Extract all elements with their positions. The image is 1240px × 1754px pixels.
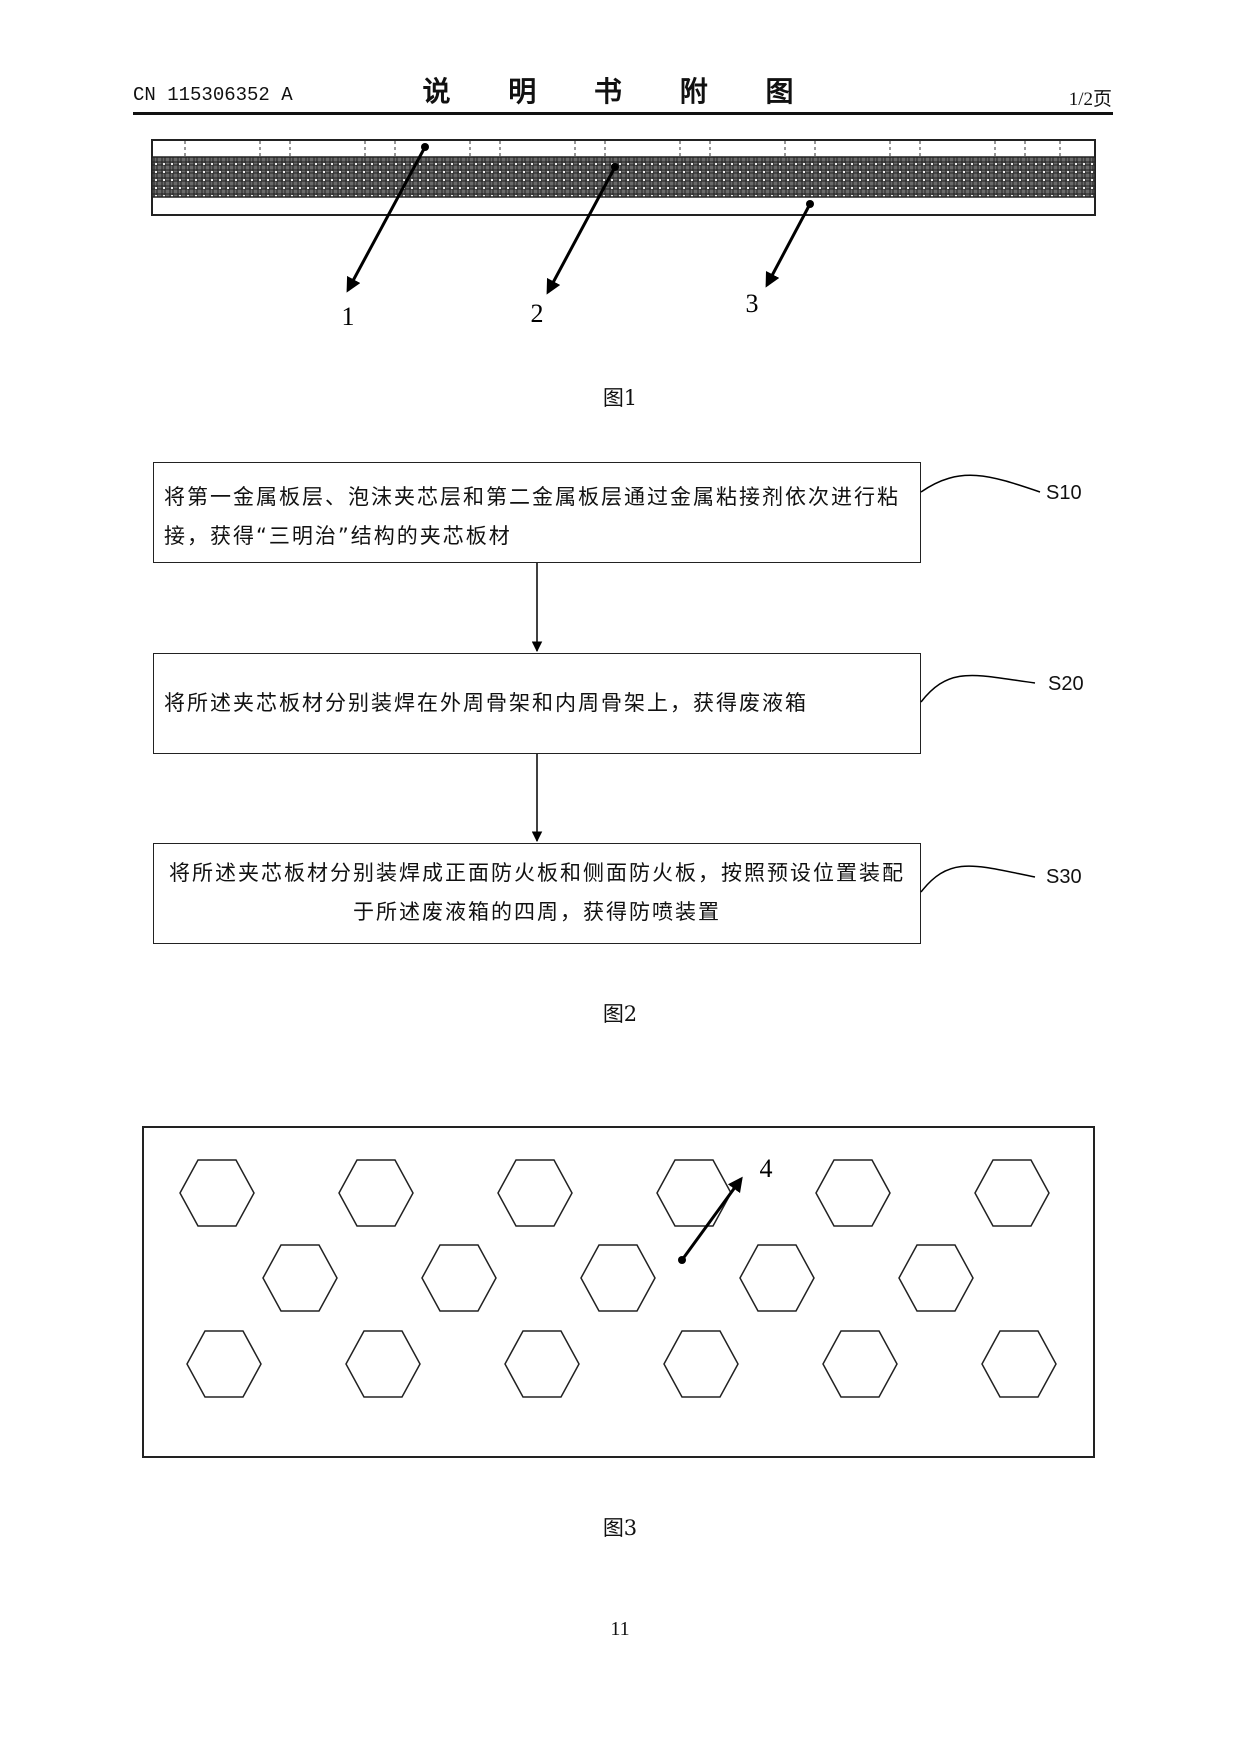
hexagon-hole — [497, 1159, 573, 1227]
step-id-s10: S10 — [1046, 482, 1082, 504]
label-4: 4 — [760, 1154, 773, 1183]
step-box-s20: 将所述夹芯板材分别装焊在外周骨架和内周骨架上，获得废液箱 — [153, 653, 921, 754]
hexagon-hole — [739, 1244, 815, 1312]
hexagon-hole — [338, 1159, 414, 1227]
leader-arrow-2 — [546, 166, 617, 295]
hexagon-hole — [179, 1159, 255, 1227]
hexagon-hole — [504, 1330, 580, 1398]
step-box-s10: 将第一金属板层、泡沫夹芯层和第二金属板层通过金属粘接剂依次进行粘接，获得“三明治… — [153, 462, 921, 563]
hexagon-hole — [345, 1330, 421, 1398]
flowchart-connectors — [531, 474, 1041, 893]
page-indicator: 1/2页 — [1068, 89, 1112, 110]
step-text-s10: 将第一金属板层、泡沫夹芯层和第二金属板层通过金属粘接剂依次进行粘接，获得“三明治… — [164, 485, 900, 548]
patent-number: CN 115306352 A — [133, 84, 293, 106]
hexagon-hole — [974, 1159, 1050, 1227]
hexagon-hole — [421, 1244, 497, 1312]
hexagon-hole — [898, 1244, 974, 1312]
step-text-s30: 将所述夹芯板材分别装焊成正面防火板和侧面防火板，按照预设位置装配于所述废液箱的四… — [169, 861, 905, 924]
leader-arrow-4 — [680, 1176, 743, 1261]
step-text-s20: 将所述夹芯板材分别装焊在外周骨架和内周骨架上，获得废液箱 — [164, 691, 808, 715]
hexagon-hole — [822, 1330, 898, 1398]
figure-1-caption: 图1 — [602, 386, 638, 410]
figure-2-caption: 图2 — [602, 1002, 638, 1026]
label-3: 3 — [746, 289, 759, 318]
label-1: 1 — [342, 302, 355, 331]
leader-dot-1 — [421, 143, 429, 151]
callout-s10 — [920, 474, 1041, 493]
leader-arrow-1 — [346, 146, 427, 293]
callout-s20 — [920, 674, 1036, 703]
figure-3-diagram: 4 — [142, 1126, 1095, 1458]
header-divider — [133, 112, 1113, 115]
figure-1-diagram: 1 2 3 — [151, 139, 1096, 331]
leader-dot-2 — [611, 163, 619, 171]
label-2: 2 — [531, 299, 544, 328]
leader-dot-4 — [678, 1256, 686, 1264]
callout-s30 — [920, 865, 1036, 893]
hexagon-hole — [580, 1244, 656, 1312]
figure-3-caption: 图3 — [602, 1516, 638, 1540]
leader-arrow-3 — [765, 203, 812, 288]
hexagon-holes — [179, 1159, 1057, 1398]
hexagon-hole — [815, 1159, 891, 1227]
foam-core-layer — [151, 156, 1096, 198]
step-box-s30: 将所述夹芯板材分别装焊成正面防火板和侧面防火板，按照预设位置装配于所述废液箱的四… — [153, 843, 921, 944]
leader-dot-3 — [806, 200, 814, 208]
step-id-s30: S30 — [1046, 866, 1082, 888]
hexagon-hole — [186, 1330, 262, 1398]
hexagon-hole — [981, 1330, 1057, 1398]
step-id-s20: S20 — [1048, 673, 1084, 695]
page-number: 11 — [610, 1618, 630, 1640]
page-title: 说 明 书 附 图 — [422, 75, 818, 108]
hexagon-hole — [262, 1244, 338, 1312]
top-layer-dashes — [184, 141, 1061, 156]
hexagon-hole — [663, 1330, 739, 1398]
